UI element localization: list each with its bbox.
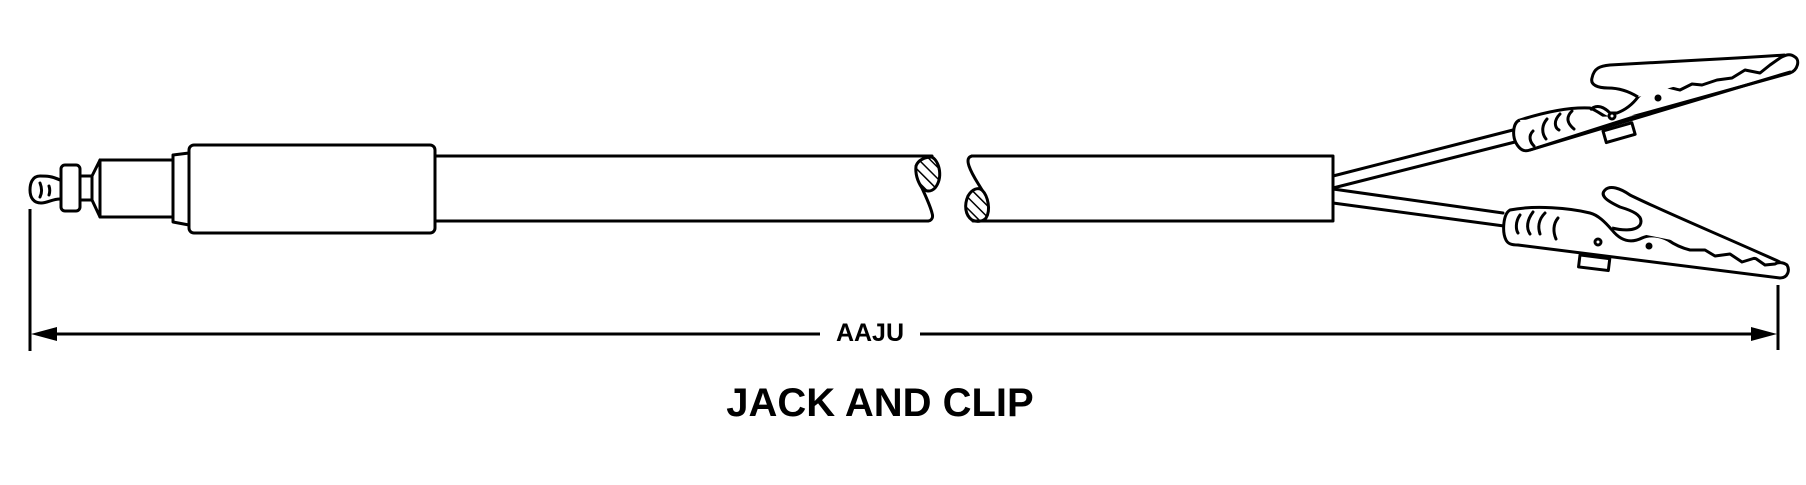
- dimension-label: AAJU: [820, 318, 920, 348]
- clip-wires: [1331, 128, 1517, 228]
- arrow-right-icon: [1751, 327, 1777, 341]
- cable-left: [433, 154, 942, 223]
- jack-plug: [28, 143, 437, 235]
- alligator-clip-upper: [1512, 53, 1800, 153]
- cable-right: [964, 154, 1335, 223]
- arrow-left-icon: [31, 327, 57, 341]
- drawing-title: JACK AND CLIP: [726, 381, 1034, 425]
- alligator-clip-lower: [1502, 186, 1790, 280]
